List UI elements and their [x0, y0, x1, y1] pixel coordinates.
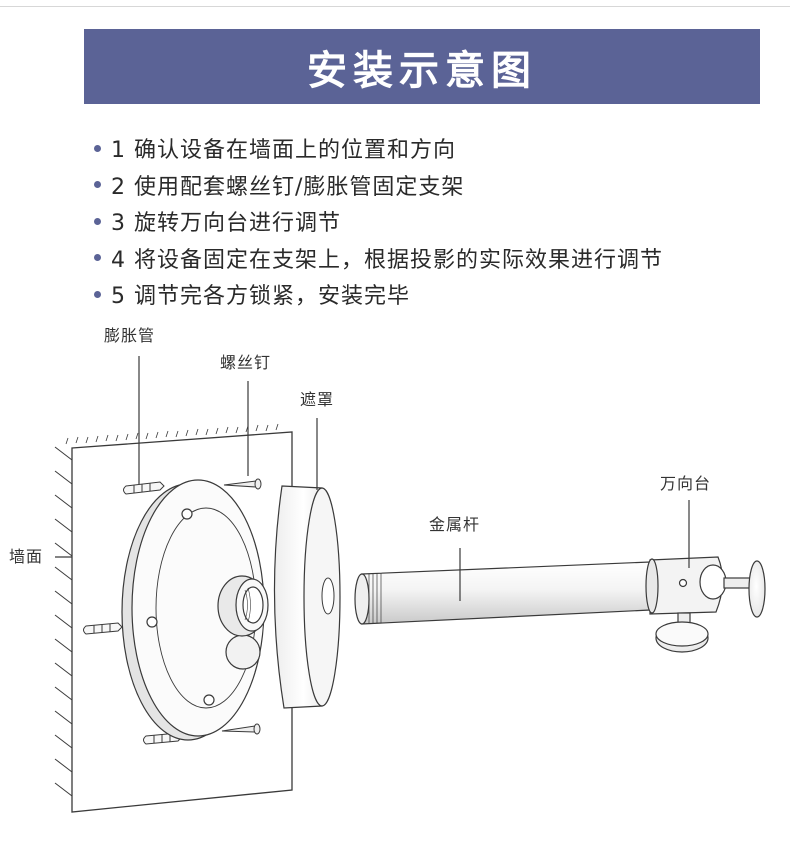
expansion-tube — [83, 622, 123, 635]
installation-diagram: 膨胀管 螺丝钉 遮罩 墙面 金属杆 万向台 — [9, 326, 766, 813]
step-text: 3 旋转万向台进行调节 — [111, 211, 341, 237]
expansion-tubes — [83, 481, 183, 745]
label-metal-rod: 金属杆 — [429, 515, 480, 534]
installation-steps: 1 确认设备在墙面上的位置和方向 2 使用配套螺丝钉/膨胀管固定支架 3 旋转万… — [94, 130, 663, 313]
leader-lines — [55, 356, 690, 601]
step-text: 4 将设备固定在支架上，根据投影的实际效果进行调节 — [111, 247, 663, 273]
cover — [273, 485, 341, 709]
step-item: 3 旋转万向台进行调节 — [94, 203, 663, 240]
step-item: 1 确认设备在墙面上的位置和方向 — [94, 130, 663, 167]
step-text: 5 调节完各方锁紧，安装完毕 — [111, 284, 410, 310]
label-universal-mount: 万向台 — [660, 474, 711, 493]
page-title: 安装示意图 — [307, 47, 537, 94]
label-wall: 墙面 — [9, 547, 43, 566]
step-text: 1 确认设备在墙面上的位置和方向 — [111, 138, 456, 164]
bullet-dot — [94, 290, 101, 298]
title-banner: 安装示意图 — [84, 29, 760, 104]
screw — [221, 723, 261, 735]
metal-rod — [354, 561, 651, 625]
label-cover: 遮罩 — [300, 390, 334, 409]
step-item: 4 将设备固定在支架上，根据投影的实际效果进行调节 — [94, 240, 663, 277]
step-text: 2 使用配套螺丝钉/膨胀管固定支架 — [111, 174, 465, 200]
base-flange — [121, 479, 269, 741]
bullet-dot — [94, 144, 101, 152]
screw — [223, 478, 262, 490]
step-item: 2 使用配套螺丝钉/膨胀管固定支架 — [94, 167, 663, 204]
bullet-dot — [94, 254, 101, 262]
label-expansion-tube: 膨胀管 — [104, 326, 155, 345]
bullet-dot — [94, 181, 101, 189]
label-screw: 螺丝钉 — [220, 353, 271, 372]
expansion-tube — [123, 481, 165, 495]
bullet-dot — [94, 217, 101, 225]
universal-mount — [645, 556, 766, 653]
top-divider — [0, 6, 790, 7]
step-item: 5 调节完各方锁紧，安装完毕 — [94, 276, 663, 313]
